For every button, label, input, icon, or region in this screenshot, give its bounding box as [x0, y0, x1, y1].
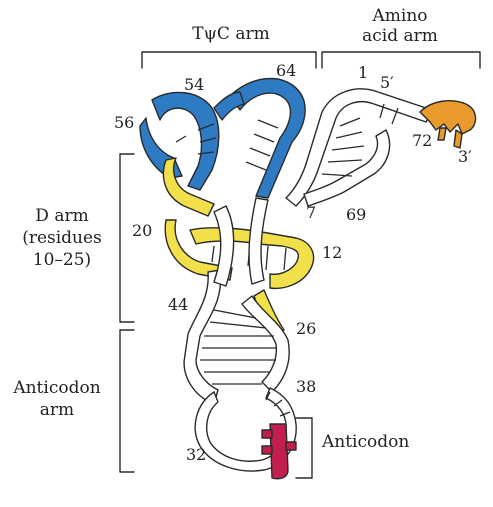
anticodon-arm-label-line1: Anticodon — [13, 378, 101, 398]
residue-54: 54 — [184, 75, 205, 94]
d-arm-label-line1: D arm — [35, 206, 89, 226]
anticodon-arm-bracket — [119, 329, 135, 473]
d-arm-label-line2: (residues — [22, 228, 102, 248]
d-arm-bracket — [119, 153, 135, 323]
five-prime-label: 5′ — [380, 73, 394, 92]
residue-12: 12 — [322, 243, 343, 262]
anticodon-arm-label-line2: arm — [39, 400, 75, 420]
anticodon-loop-bases — [265, 391, 291, 417]
residue-7: 7 — [306, 203, 317, 222]
anticodon-loop — [194, 387, 297, 472]
anticodon-triplet — [261, 423, 297, 480]
residue-38: 38 — [296, 377, 317, 396]
residue-1: 1 — [358, 63, 369, 82]
residue-20: 20 — [132, 221, 153, 240]
residue-32: 32 — [186, 445, 207, 464]
amino-acid-arm-label-line1: Amino — [372, 6, 428, 26]
acceptor-stem-basepairs — [321, 103, 399, 177]
anticodon-stem-basepairs — [200, 309, 276, 385]
three-prime-label: 3′ — [458, 147, 472, 166]
acceptor-3-prime-end — [419, 100, 477, 149]
tpsic-arm-label: TψC arm — [192, 24, 270, 44]
anticodon-bracket — [295, 417, 313, 479]
amino-acid-arm-label-line2: acid arm — [362, 26, 438, 46]
tpsic-arm-bracket — [141, 51, 317, 69]
amino-acid-arm-bracket — [321, 51, 481, 69]
residue-44: 44 — [168, 295, 189, 314]
residue-56: 56 — [114, 113, 135, 132]
d-arm-label-line3: 10–25) — [32, 250, 92, 270]
anticodon-label: Anticodon — [322, 432, 410, 452]
residue-26: 26 — [296, 319, 317, 338]
residue-72: 72 — [412, 131, 433, 150]
residue-64: 64 — [276, 61, 297, 80]
residue-69: 69 — [346, 205, 367, 224]
anticodon-stem — [183, 197, 290, 405]
acceptor-stem — [285, 88, 433, 207]
tpsic-arm-basepairs — [175, 119, 279, 171]
